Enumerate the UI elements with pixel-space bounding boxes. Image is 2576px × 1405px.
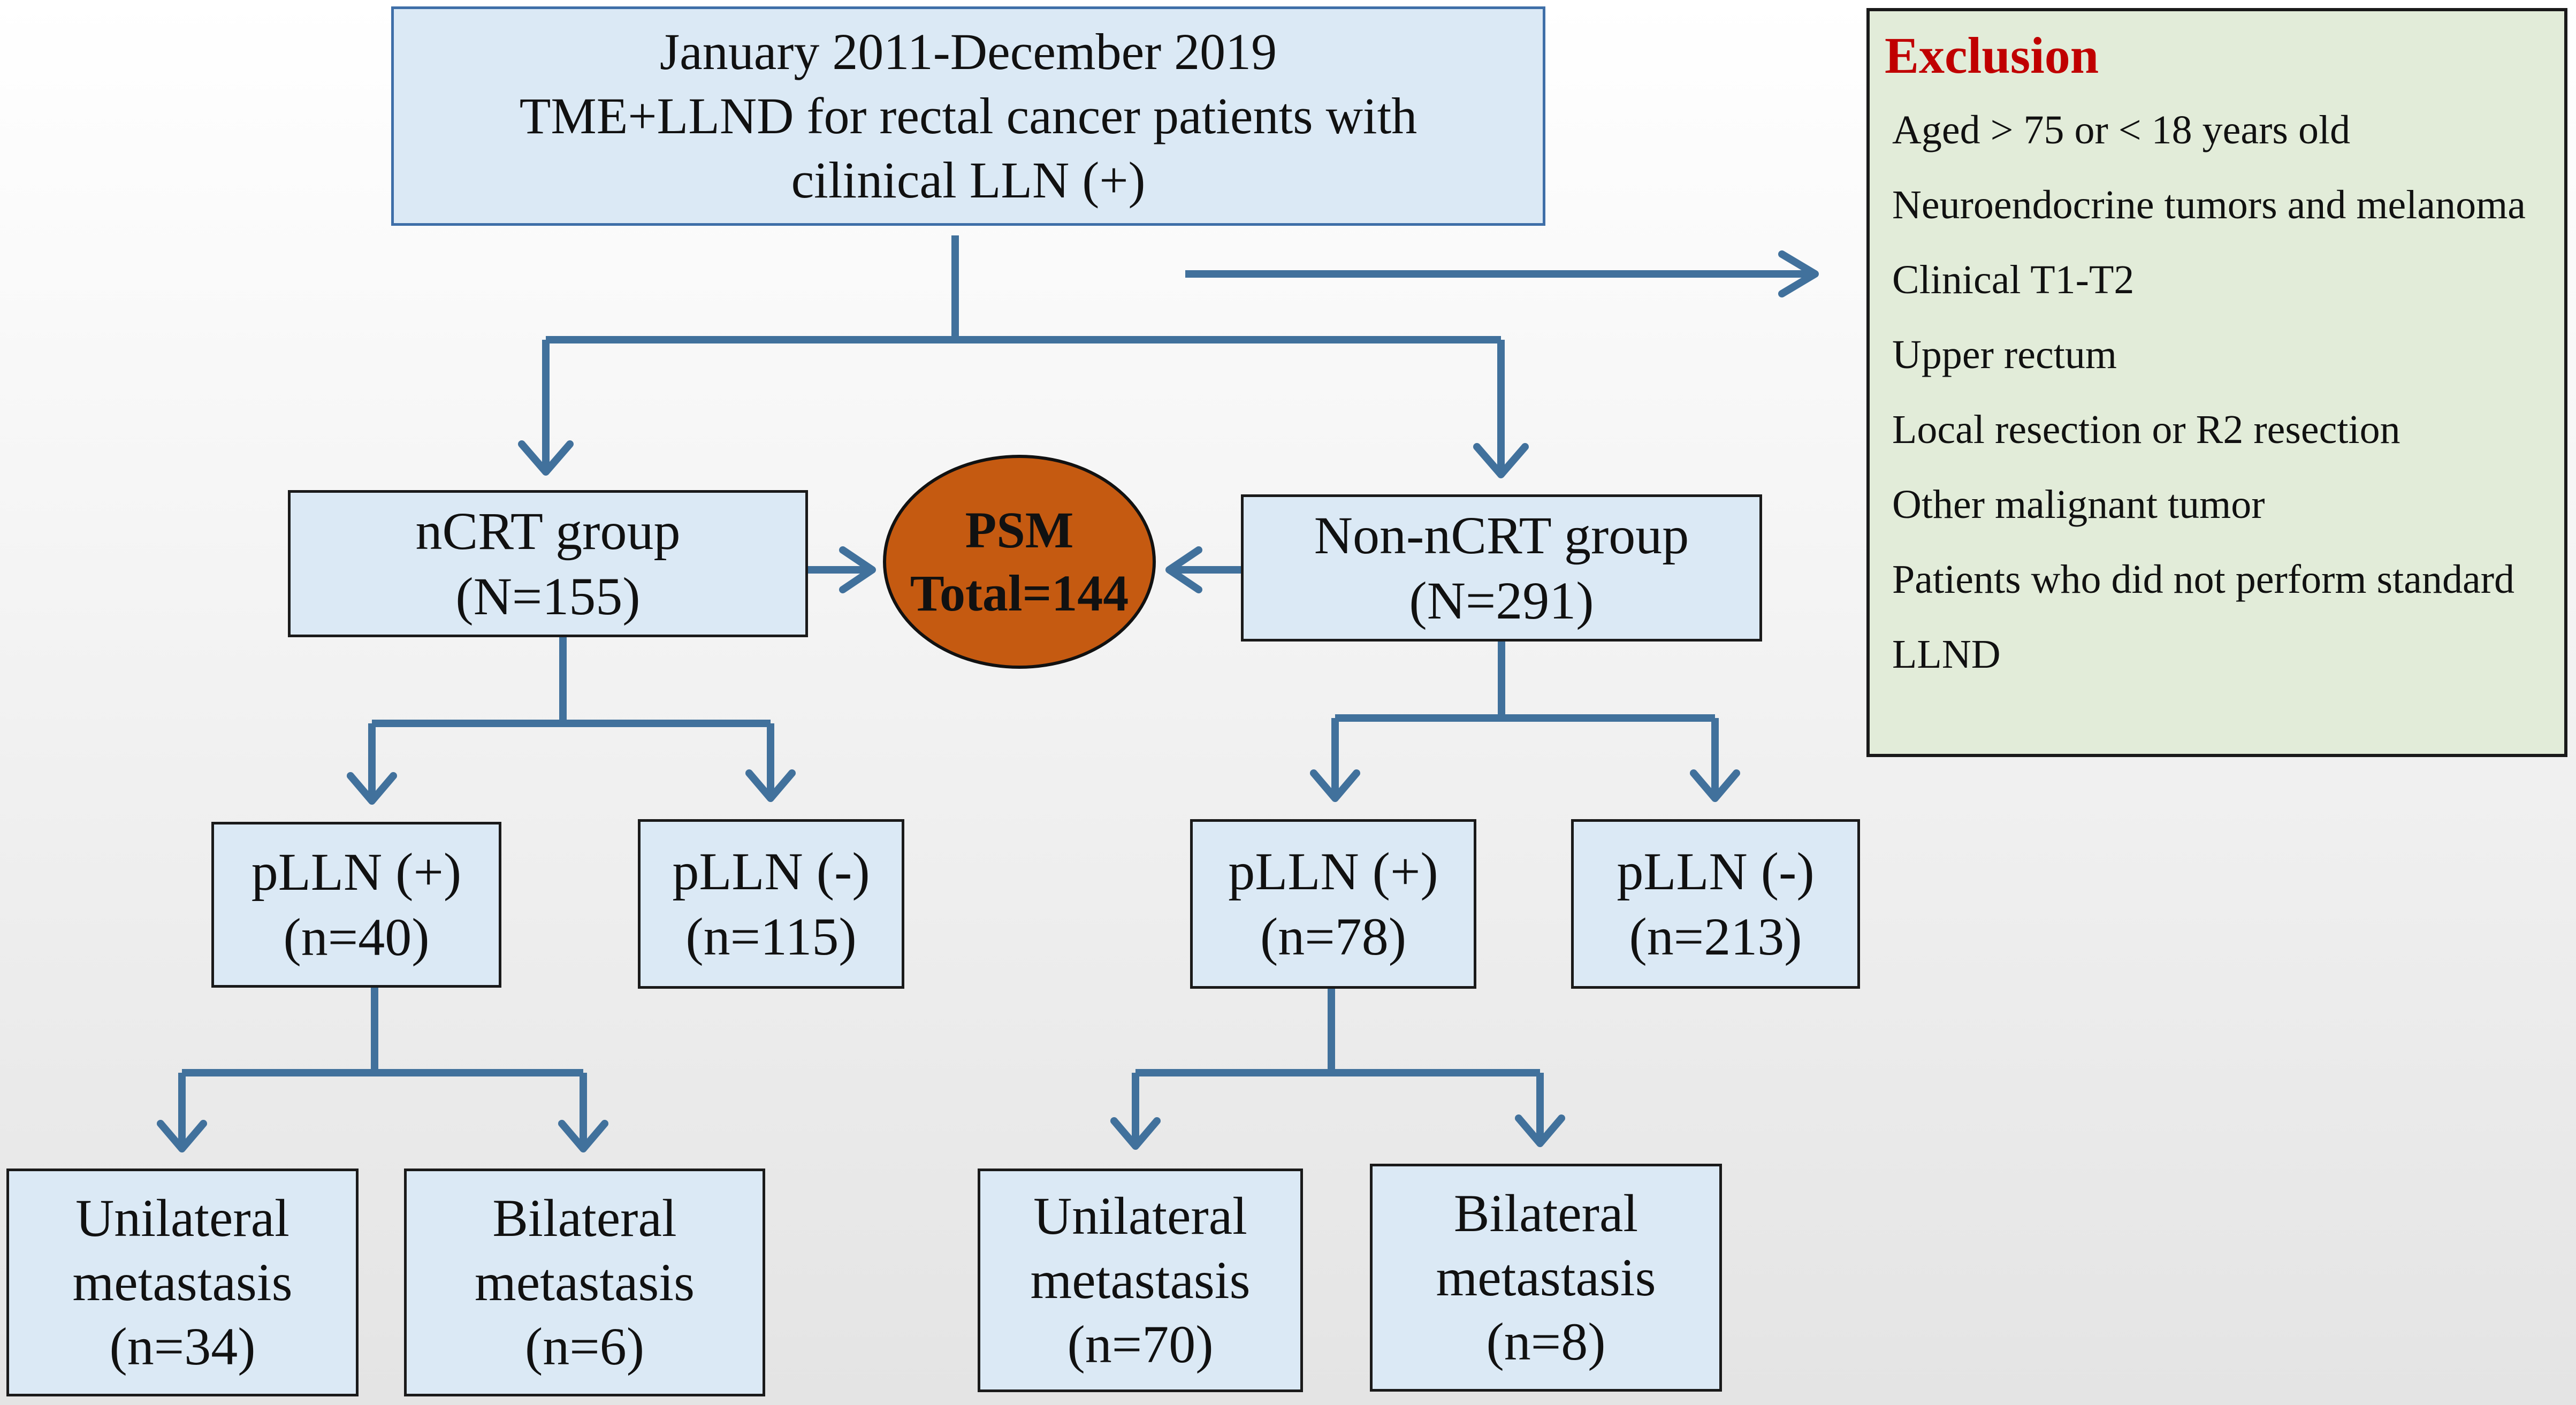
ncrt-bilateral-count: (n=6) [525,1317,644,1376]
ncrt-group-count: (N=155) [455,566,641,626]
ncrt-plln-positive-count: (n=40) [283,907,430,967]
ncrt-bilateral-label: Bilateral [492,1188,677,1248]
exclusion-list: Aged > 75 or < 18 years old Neuroendocri… [1885,93,2564,692]
non-ncrt-to-psm-arrowhead-icon [1165,546,1202,593]
exclusion-item: LLND [1892,632,2001,677]
non-ncrt-unilateral-count: (n=70) [1067,1315,1214,1374]
ncrt-group-title: nCRT group [415,501,681,561]
exclusion-item: Other malignant tumor [1892,482,2265,527]
non-neg-arrowhead-icon [1690,769,1740,802]
ncrt-bilateral-box: Bilateral metastasis (n=6) [404,1169,765,1396]
ncrt-unilateral-label: Unilateral [75,1188,289,1248]
non-ncrt-unilateral-box: Unilateral metastasis (n=70) [978,1169,1303,1392]
ncrt-unilateral-box: Unilateral metastasis (n=34) [6,1169,359,1396]
non-ncrt-plln-negative-box: pLLN (-) (n=213) [1571,819,1860,989]
ncrt-plln-negative-count: (n=115) [685,906,857,966]
ncrt-unilateral-metastasis-label: metastasis [72,1253,293,1312]
non-pos-arrowhead-icon [1310,769,1360,802]
ncrt-bilateral-metastasis-label: metastasis [474,1253,695,1312]
ncrt-neg-arrowhead-icon [745,769,796,802]
psm-label: PSM [965,501,1074,559]
exclusion-item: Upper rectum [1892,332,2117,377]
non-ncrt-plln-positive-label: pLLN (+) [1228,841,1438,901]
ncrt-plln-positive-box: pLLN (+) (n=40) [211,822,501,988]
non-ncrt-bilateral-label: Bilateral [1453,1183,1638,1243]
ncrt-plln-positive-label: pLLN (+) [251,842,462,902]
psm-ellipse: PSM Total=144 [883,455,1156,669]
non-ncrt-bilateral-metastasis-label: metastasis [1436,1248,1656,1307]
non-ncrt-bilateral-box: Bilateral metastasis (n=8) [1370,1164,1722,1392]
exclusion-item: Patients who did not perform standard [1892,557,2515,602]
non-ncrt-plln-positive-box: pLLN (+) (n=78) [1190,819,1476,989]
non-ncrt-unilateral-label: Unilateral [1033,1186,1247,1246]
ncrt-unilateral-count: (n=34) [109,1317,256,1376]
non-ncrt-arrowhead-icon [1473,443,1529,478]
ncrt-plln-negative-box: pLLN (-) (n=115) [638,819,904,989]
ncrt-arrowhead-icon [518,440,574,476]
non-ncrt-unilateral-metastasis-label: metastasis [1030,1250,1251,1310]
ncrt-pos-arrowhead-icon [347,772,397,805]
non-ncrt-group-count: (N=291) [1409,570,1594,630]
exclusion-item: Local resection or R2 resection [1892,407,2400,452]
non-ncrt-group-title: Non-nCRT group [1314,505,1689,565]
non-ncrt-plln-positive-count: (n=78) [1260,906,1406,966]
non-ncrt-plln-negative-count: (n=213) [1629,906,1802,966]
study-population-box: January 2011-December 2019 TME+LLND for … [391,6,1545,226]
procedure-text: TME+LLND for rectal cancer patients with [519,87,1417,144]
exclusion-arrowhead-icon [1778,250,1819,297]
non-bi-arrowhead-icon [1515,1114,1565,1147]
non-ncrt-group-box: Non-nCRT group (N=291) [1241,494,1762,642]
non-uni-arrowhead-icon [1110,1117,1161,1150]
ncrt-plln-negative-label: pLLN (-) [672,841,870,901]
exclusion-item: Aged > 75 or < 18 years old [1892,108,2351,152]
exclusion-item: Clinical T1-T2 [1892,257,2135,302]
psm-total: Total=144 [910,564,1129,622]
non-ncrt-plln-negative-label: pLLN (-) [1617,841,1815,901]
exclusion-item: Neuroendocrine tumors and melanoma [1892,182,2526,227]
ncrt-bi-arrowhead-icon [558,1120,608,1152]
ncrt-uni-arrowhead-icon [157,1120,207,1152]
non-ncrt-bilateral-count: (n=8) [1486,1312,1606,1371]
study-period-text: January 2011-December 2019 [659,23,1277,80]
exclusion-title: Exclusion [1885,27,2099,84]
inclusion-criteria-text: cilinical LLN (+) [791,151,1146,209]
exclusion-box: Exclusion Aged > 75 or < 18 years old Ne… [1866,8,2567,757]
ncrt-to-psm-arrowhead-icon [839,546,876,593]
ncrt-group-box: nCRT group (N=155) [288,490,808,637]
